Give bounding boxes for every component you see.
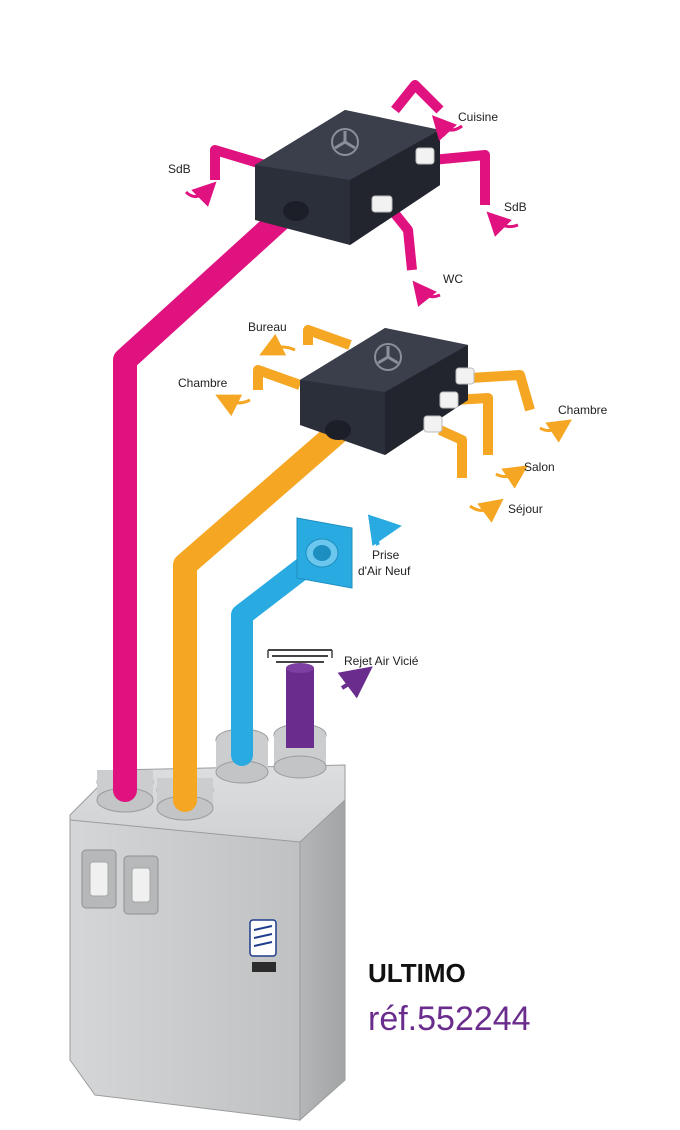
supply-airflow-arrows — [215, 333, 572, 523]
label-cuisine: Cuisine — [458, 110, 499, 124]
airflow-arrow-icon — [495, 465, 528, 489]
label-sejour: Séjour — [508, 502, 543, 516]
airflow-arrow-icon — [539, 419, 572, 443]
exhaust-duct — [286, 668, 314, 748]
exhaust-grille-icon — [267, 649, 333, 663]
label-sdb-right: SdB — [504, 200, 527, 214]
airflow-arrow-icon — [431, 115, 463, 141]
fresh-air-arrow-icon — [367, 514, 402, 547]
extract-airflow-arrows — [184, 115, 519, 307]
label-bureau: Bureau — [248, 320, 287, 334]
airflow-arrow-icon — [259, 333, 296, 356]
ventilation-unit — [69, 723, 346, 1122]
label-chambre-right: Chambre — [558, 403, 608, 417]
product-name: ULTIMO — [368, 958, 466, 988]
airflow-arrow-icon — [469, 498, 504, 523]
label-chambre-left: Chambre — [178, 376, 228, 390]
fresh-air-duct — [231, 544, 331, 766]
brand-badge-icon — [249, 919, 277, 972]
airflow-arrow-icon — [486, 211, 519, 237]
label-prise-air-neuf-1: Prise — [372, 548, 400, 562]
label-prise-air-neuf-2: d'Air Neuf — [358, 564, 411, 578]
fan-symbol-icon — [331, 128, 359, 156]
extract-plenum — [210, 80, 490, 271]
supply-plenum — [253, 325, 535, 478]
airflow-arrow-icon — [412, 280, 441, 307]
fan-symbol-icon — [374, 343, 402, 371]
extract-main-duct — [113, 198, 302, 802]
airflow-arrow-icon — [184, 181, 217, 207]
exhaust-arrow-icon — [337, 666, 373, 699]
label-salon: Salon — [524, 460, 555, 474]
product-reference: réf.552244 — [368, 1000, 531, 1038]
airflow-arrow-icon — [215, 394, 251, 417]
label-sdb-left: SdB — [168, 162, 191, 176]
fresh-air-wall-plate — [296, 517, 353, 589]
label-rejet-air-vicie: Rejet Air Vicié — [344, 654, 419, 668]
label-wc: WC — [443, 272, 463, 286]
supply-main-duct — [173, 418, 352, 812]
front-recesses — [81, 849, 159, 915]
